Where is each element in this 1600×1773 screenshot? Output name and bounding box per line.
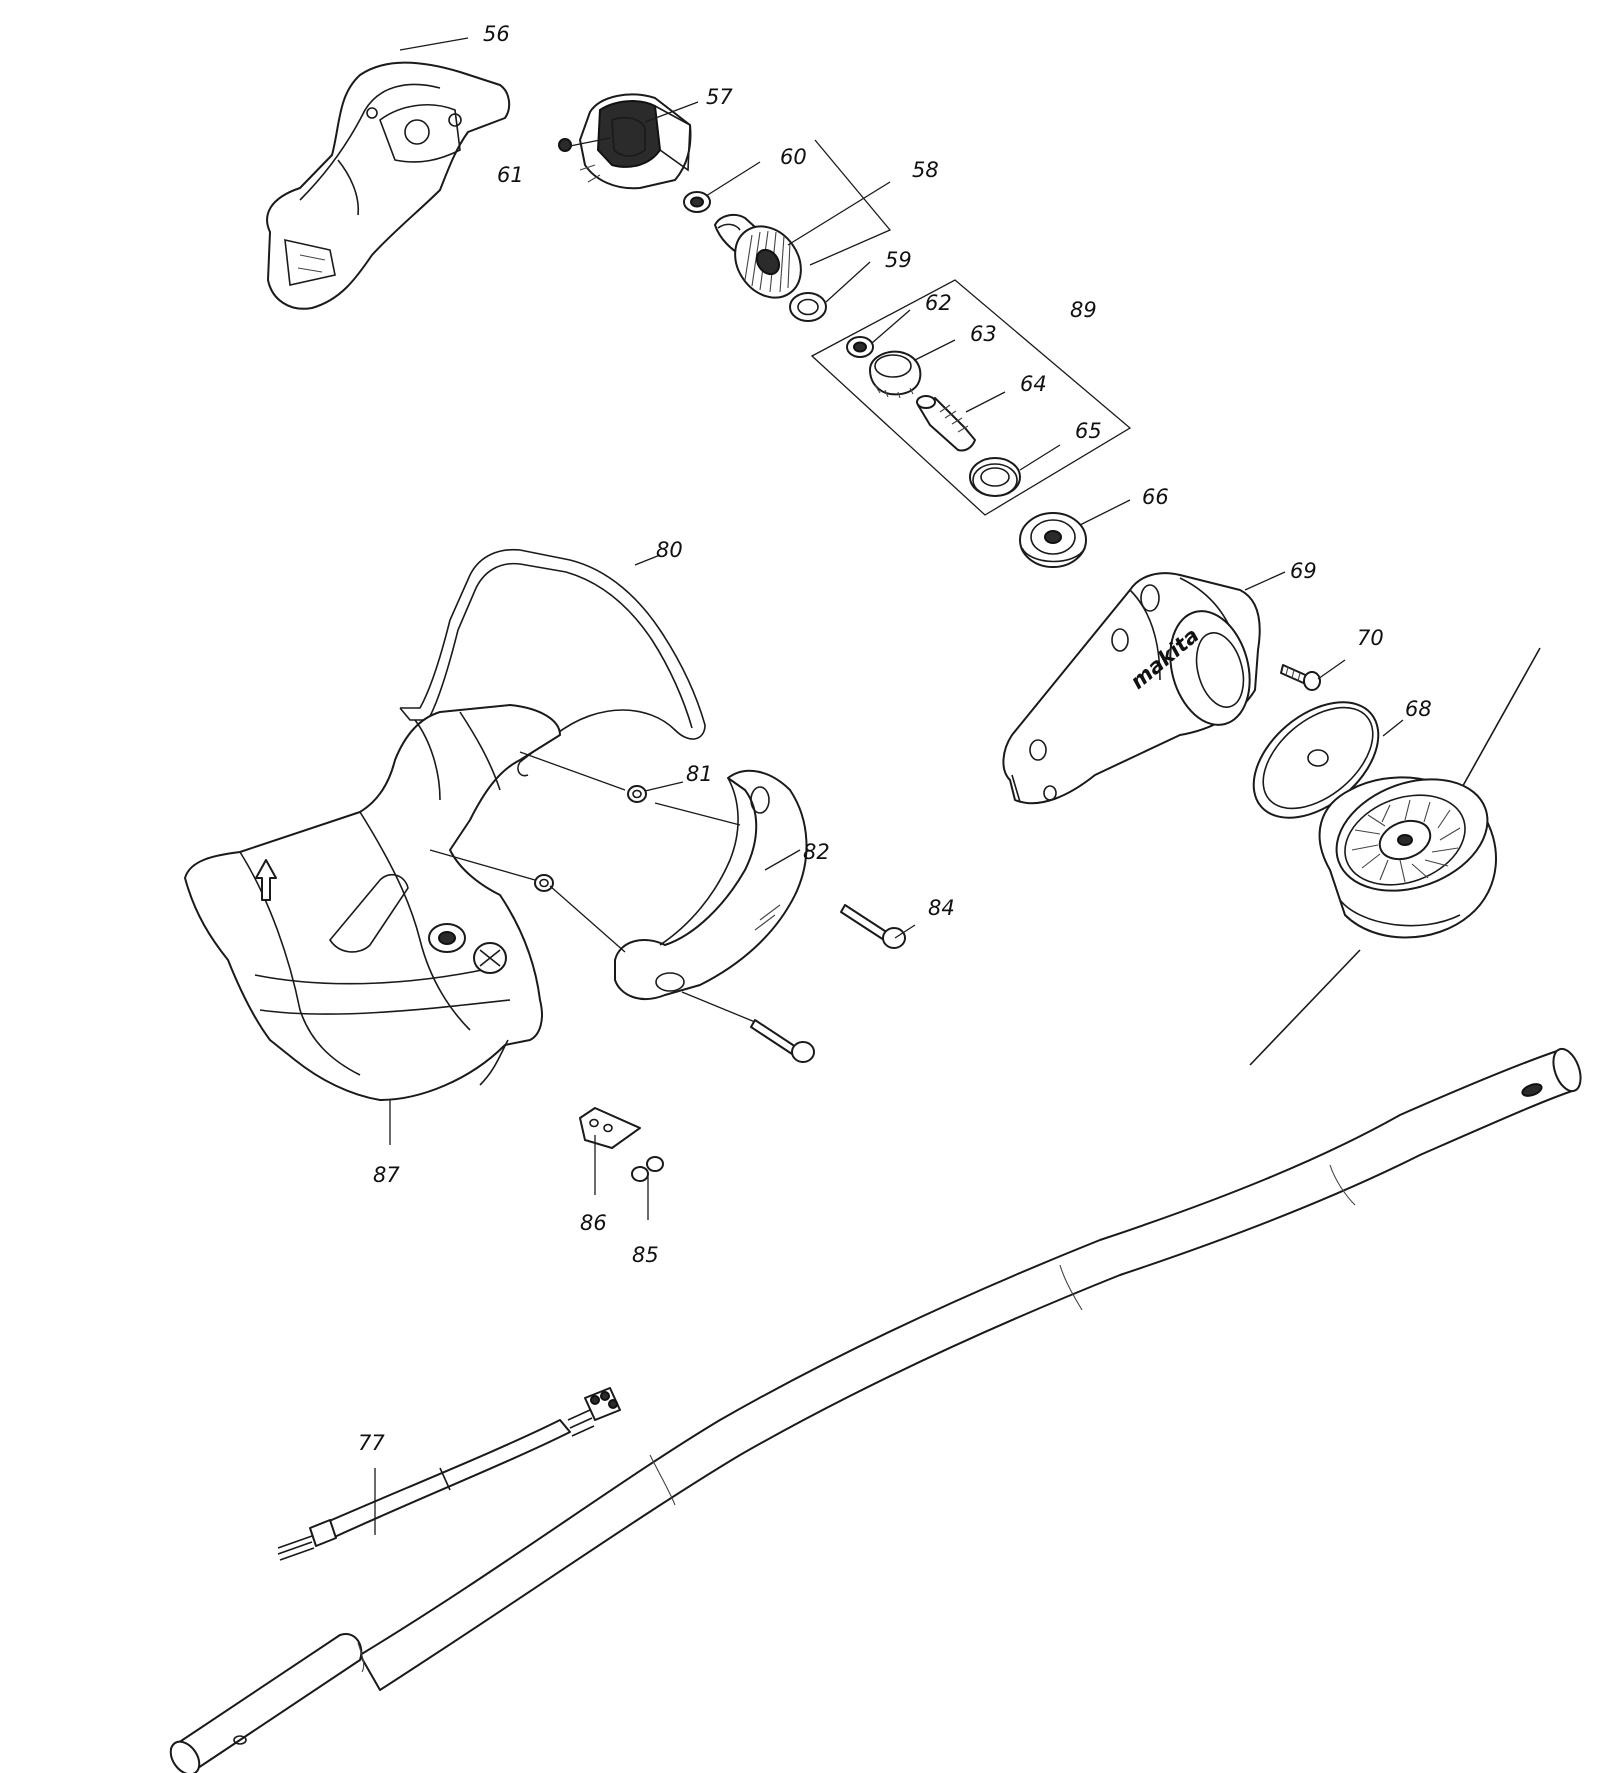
- callout-87: 87: [373, 1163, 400, 1187]
- callout-62: 62: [925, 291, 952, 315]
- part-65-bearing[interactable]: [969, 457, 1021, 497]
- part-82-bracket[interactable]: [614, 769, 808, 1000]
- callout-64: 64: [1020, 372, 1047, 396]
- part-87-guard[interactable]: [184, 704, 561, 1101]
- callout-82: 82: [803, 840, 830, 864]
- callout-57: 57: [706, 85, 733, 109]
- part-59-bearing[interactable]: [789, 292, 827, 322]
- callout-65: 65: [1075, 419, 1102, 443]
- callout-66: 66: [1142, 485, 1169, 509]
- part-85-screw[interactable]: [631, 1156, 664, 1182]
- part-63-gear[interactable]: [869, 350, 922, 399]
- callout-70: 70: [1357, 626, 1384, 650]
- part-57-brush-holder[interactable]: [579, 93, 692, 190]
- part-60-bearing[interactable]: [683, 191, 711, 213]
- arrow-up-icon: [255, 859, 277, 901]
- callout-68: 68: [1405, 697, 1432, 721]
- leader-lines: [374, 37, 1404, 1535]
- callout-84: 84: [928, 896, 955, 920]
- shaft-tube[interactable]: [165, 1045, 1586, 1773]
- callout-81: 81: [686, 762, 713, 786]
- part-56-motor-housing[interactable]: [266, 61, 511, 310]
- spool-head[interactable]: [1318, 759, 1503, 939]
- part-61-screw[interactable]: [558, 138, 572, 152]
- part-77-wire-harness[interactable]: [277, 1387, 621, 1561]
- part-70-screw[interactable]: [1280, 664, 1321, 691]
- part-84-bolt[interactable]: [750, 904, 906, 1063]
- callout-56: 56: [483, 22, 510, 46]
- callout-77: 77: [358, 1431, 385, 1455]
- callout-58: 58: [912, 158, 939, 182]
- callout-86: 86: [580, 1211, 607, 1235]
- part-89-gear-kit-outline: [810, 279, 1132, 516]
- part-62-bearing[interactable]: [846, 336, 874, 358]
- callout-60: 60: [780, 145, 807, 169]
- part-64-spindle[interactable]: [916, 395, 976, 452]
- callout-63: 63: [970, 322, 997, 346]
- part-66-retainer[interactable]: [1019, 512, 1087, 568]
- part-86-plate[interactable]: [579, 1107, 641, 1149]
- callouts: 56 57 58 59 60 61 62 63 64 65 66 68 69 7…: [358, 22, 1432, 1455]
- callout-69: 69: [1290, 559, 1317, 583]
- callout-80: 80: [656, 538, 683, 562]
- part-58-armature[interactable]: [714, 213, 814, 311]
- part-80-wire-guard[interactable]: [399, 548, 706, 777]
- trimmer-line: [1249, 647, 1541, 1066]
- callout-85: 85: [632, 1243, 659, 1267]
- callout-89: 89: [1070, 298, 1097, 322]
- callout-61: 61: [497, 163, 524, 187]
- part-81-nut[interactable]: [534, 785, 647, 892]
- callout-59: 59: [885, 248, 912, 272]
- part-69-gear-housing[interactable]: makita: [1002, 572, 1261, 805]
